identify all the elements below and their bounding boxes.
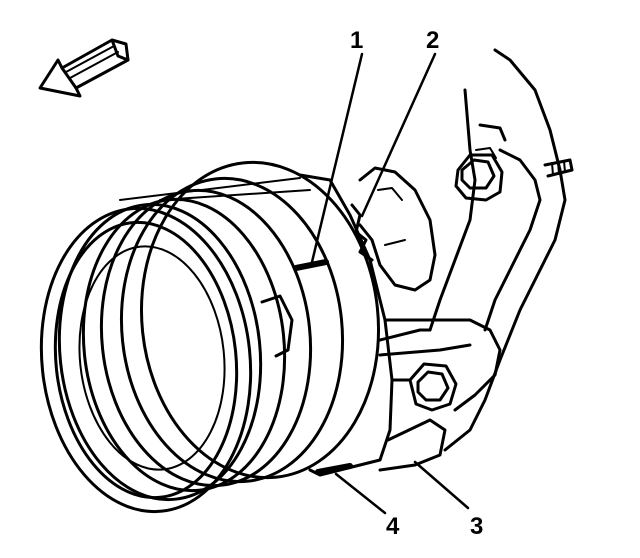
callout-1: 1 — [350, 27, 363, 54]
upper-mounting-bolt — [454, 147, 504, 202]
crankshaft-balancer — [39, 160, 447, 514]
callout-4: 4 — [386, 513, 400, 540]
callout-3: 3 — [470, 513, 483, 540]
leader-lines — [310, 52, 470, 515]
lower-mounting-bolt — [408, 362, 458, 412]
cover-gasket-flange — [350, 166, 437, 292]
callout-2: 2 — [426, 27, 439, 54]
timing-mark-upper — [293, 259, 329, 271]
direction-arrow-icon — [38, 38, 130, 98]
engine-front-cover — [378, 48, 574, 452]
timing-mark-lower — [315, 463, 353, 475]
